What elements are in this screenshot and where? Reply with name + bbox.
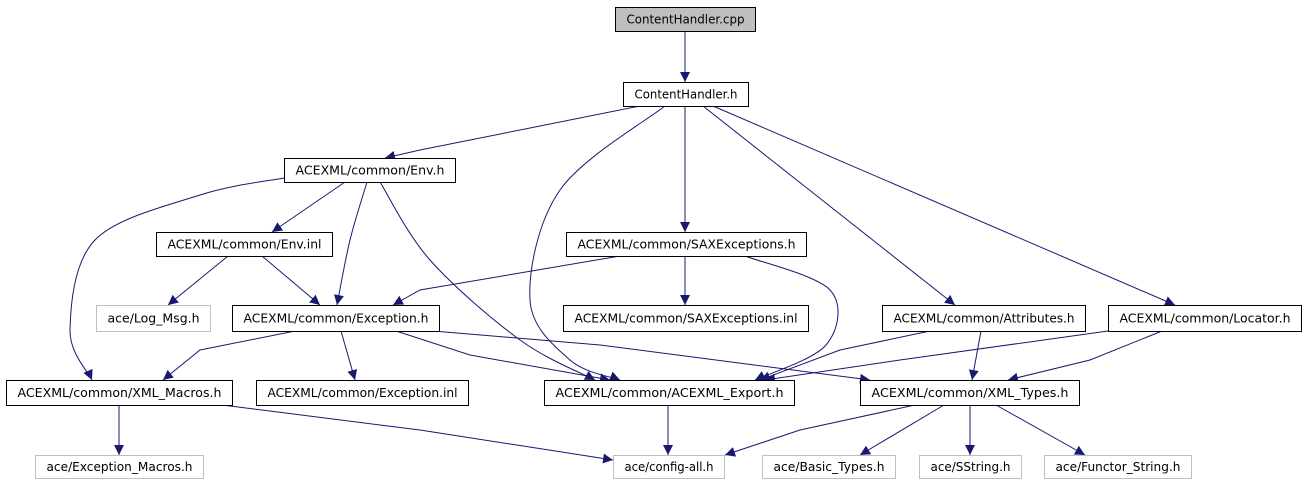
edge-macros-to-configall: [221, 404, 614, 464]
edge-h-to-attr: [702, 105, 956, 306]
node-basictypes: ace/Basic_Types.h: [762, 455, 896, 479]
node-label: ACEXML/common/Exception.inl: [268, 386, 458, 400]
node-label: ace/config-all.h: [625, 460, 714, 474]
node-label: ACEXML/common/Locator.h: [1120, 312, 1291, 326]
edge-env-to-export: [379, 181, 596, 381]
node-logmsg: ace/Log_Msg.h: [96, 305, 211, 332]
node-box: [613, 455, 725, 479]
edge-attr-to-types: [968, 330, 982, 381]
edge-exch-to-types: [432, 330, 871, 384]
edge-types-to-functor: [995, 404, 1086, 456]
node-box: [1108, 305, 1302, 332]
node-box: [96, 305, 211, 332]
edge-env-to-exch: [334, 181, 368, 306]
edge-types-to-basictypes: [859, 404, 945, 456]
node-cpp[interactable]: ContentHandler.cpp: [615, 7, 756, 32]
node-box: [615, 7, 756, 32]
node-box: [284, 158, 456, 183]
node-box: [544, 380, 795, 406]
edge-env-to-envinl: [271, 181, 346, 233]
node-configall: ace/config-all.h: [613, 455, 725, 479]
node-box: [882, 305, 1086, 332]
node-saxh[interactable]: ACEXML/common/SAXExceptions.h: [566, 232, 807, 257]
node-excinl[interactable]: ACEXML/common/Exception.inl: [256, 380, 469, 406]
node-box: [256, 380, 469, 406]
node-label: ace/SString.h: [931, 460, 1011, 474]
node-box: [762, 455, 896, 479]
edges-layer: [69, 31, 1176, 464]
node-loc[interactable]: ACEXML/common/Locator.h: [1108, 305, 1302, 332]
edge-envinl-to-exch: [261, 255, 321, 306]
node-macros[interactable]: ACEXML/common/XML_Macros.h: [6, 380, 233, 406]
edge-h-to-env: [384, 105, 641, 161]
node-box: [563, 305, 809, 332]
node-label: ACEXML/common/Exception.h: [244, 312, 429, 326]
node-box: [566, 232, 807, 257]
node-box: [232, 305, 440, 332]
edge-attr-to-export: [759, 330, 931, 382]
node-h[interactable]: ContentHandler.h: [623, 82, 749, 107]
node-box: [156, 232, 333, 257]
node-label: ace/Log_Msg.h: [108, 312, 200, 326]
node-label: ACEXML/common/XML_Macros.h: [18, 386, 222, 400]
node-export[interactable]: ACEXML/common/ACEXML_Export.h: [544, 380, 795, 406]
node-label: ACEXML/common/Env.h: [296, 164, 445, 178]
node-saxinl[interactable]: ACEXML/common/SAXExceptions.inl: [563, 305, 809, 332]
node-label: ace/Exception_Macros.h: [47, 460, 193, 474]
edge-exch-to-excinl: [340, 330, 358, 381]
node-label: ACEXML/common/SAXExceptions.inl: [575, 312, 798, 326]
edge-exch-to-macros: [162, 330, 296, 381]
edge-saxh-to-exch: [392, 255, 621, 306]
node-label: ace/Basic_Types.h: [774, 460, 885, 474]
node-excmacros: ace/Exception_Macros.h: [35, 455, 204, 479]
node-exch[interactable]: ACEXML/common/Exception.h: [232, 305, 440, 332]
edge-loc-to-export: [764, 330, 1109, 384]
node-envinl[interactable]: ACEXML/common/Env.inl: [156, 232, 333, 257]
edge-loc-to-types: [1007, 330, 1163, 383]
edge-h-to-loc: [712, 105, 1176, 306]
node-box: [1044, 455, 1192, 479]
node-sstring: ace/SString.h: [919, 455, 1022, 479]
node-label: ACEXML/common/Attributes.h: [894, 312, 1075, 326]
node-box: [35, 455, 204, 479]
node-label: ACEXML/common/SAXExceptions.h: [578, 238, 796, 252]
node-env[interactable]: ACEXML/common/Env.h: [284, 158, 456, 183]
node-types[interactable]: ACEXML/common/XML_Types.h: [860, 380, 1080, 406]
node-box: [919, 455, 1022, 479]
node-label: ACEXML/common/Env.inl: [168, 238, 322, 252]
node-box: [6, 380, 233, 406]
node-attr[interactable]: ACEXML/common/Attributes.h: [882, 305, 1086, 332]
node-functor: ace/Functor_String.h: [1044, 455, 1192, 479]
node-label: ace/Functor_String.h: [1056, 460, 1181, 474]
nodes-layer: ContentHandler.cppContentHandler.hACEXML…: [6, 7, 1302, 479]
edge-envinl-to-logmsg: [167, 255, 229, 306]
node-box: [623, 82, 749, 107]
node-label: ContentHandler.cpp: [627, 13, 745, 27]
edge-types-to-configall: [724, 404, 916, 457]
node-label: ContentHandler.h: [635, 88, 738, 102]
node-label: ACEXML/common/XML_Types.h: [872, 386, 1069, 400]
edge-h-to-export: [529, 105, 666, 381]
node-box: [860, 380, 1080, 406]
edge-env-to-macros: [69, 177, 285, 381]
node-label: ACEXML/common/ACEXML_Export.h: [556, 386, 784, 400]
edge-saxh-to-export: [744, 255, 839, 381]
edge-exch-to-export: [395, 330, 611, 384]
